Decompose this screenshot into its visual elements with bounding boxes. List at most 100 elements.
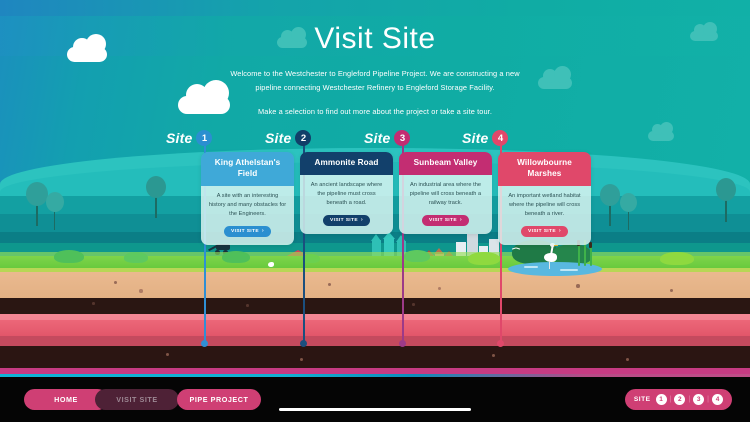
visit-site-button-label: VISIT SITE	[330, 217, 358, 223]
soil-layer-crimson	[0, 336, 750, 346]
site-selector: SITE 1 | 2 | 3 | 4	[624, 389, 732, 410]
site-label-3: Site 3	[364, 130, 411, 146]
site-number-badge: 4	[492, 130, 509, 146]
pebble	[576, 284, 580, 288]
site-number-badge: 2	[295, 130, 312, 146]
site-number-badge: 3	[394, 130, 411, 146]
pebble	[92, 302, 95, 305]
bush-icon	[660, 252, 694, 265]
site-selector-separator: |	[707, 396, 709, 403]
site-card-1[interactable]: King Athelstan's Field A site with an in…	[201, 152, 294, 245]
site-marker-dot-3	[399, 340, 406, 347]
site-card-description: A site with an interesting history and m…	[208, 192, 287, 217]
bush-icon	[468, 252, 500, 265]
site-label-4: Site 4	[462, 130, 509, 146]
soil-layer-deep	[0, 346, 750, 368]
site-card-title: King Athelstan's Field	[201, 152, 294, 186]
home-indicator[interactable]	[279, 407, 471, 411]
site-selector-option-4[interactable]: 4	[712, 394, 723, 405]
site-label-text: Site	[265, 130, 292, 146]
bush-icon	[222, 251, 250, 263]
site-card-description: An industrial area where the pipeline wi…	[409, 181, 482, 206]
nav-button-home[interactable]: HOME	[24, 389, 108, 410]
visit-site-button-3[interactable]: VISIT SITE ›	[422, 214, 469, 226]
site-selector-option-2[interactable]: 2	[674, 394, 686, 405]
visit-site-button-label: VISIT SITE	[528, 228, 556, 234]
site-selector-separator: |	[669, 396, 672, 403]
page-title: Visit Site	[314, 22, 436, 55]
page-header: Visit Site Welcome to the Westchester to…	[0, 22, 750, 119]
pond	[508, 262, 602, 276]
soil-top-accent	[0, 268, 750, 275]
pebble	[492, 354, 495, 357]
visit-site-button-label: VISIT SITE	[429, 217, 457, 223]
soil-layer-dark	[0, 298, 750, 314]
visit-site-button-4[interactable]: VISIT SITE ›	[521, 225, 568, 237]
site-card-2[interactable]: Ammonite Road An ancient landscape where…	[300, 152, 393, 234]
pebble	[438, 287, 441, 290]
site-marker-dot-4	[497, 340, 504, 347]
bottom-navigation-bar: HOME VISIT SITE PIPE PROJECT SITE 1 | 2 …	[0, 374, 750, 422]
site-label-text: Site	[166, 130, 193, 146]
site-card-body: An ancient landscape where the pipeline …	[300, 174, 393, 234]
reed-head-icon	[589, 242, 592, 248]
site-label-1: Site 1	[166, 130, 213, 146]
site-card-description: An important wetland habitat where the p…	[508, 192, 581, 217]
site-selector-separator: |	[688, 396, 691, 403]
pebble	[300, 358, 303, 361]
bush-icon	[54, 250, 84, 263]
site-card-body: An industrial area where the pipeline wi…	[399, 174, 492, 234]
pebble	[670, 289, 673, 292]
sky-band-top	[0, 0, 750, 16]
pebble	[412, 303, 415, 306]
site-card-description: An ancient landscape where the pipeline …	[310, 181, 383, 206]
visit-site-button-label: VISIT SITE	[231, 228, 259, 234]
nav-button-pipe-project[interactable]: PIPE PROJECT	[177, 389, 261, 410]
pond-ripple	[524, 266, 538, 268]
site-label-text: Site	[462, 130, 489, 146]
site-selector-option-1[interactable]: 1	[655, 394, 667, 405]
site-card-3[interactable]: Sunbeam Valley An industrial area where …	[399, 152, 492, 234]
site-card-body: A site with an interesting history and m…	[201, 185, 294, 245]
site-marker-dot-2	[300, 340, 307, 347]
site-marker-line-2	[303, 143, 305, 343]
site-card-body: An important wetland habitat where the p…	[498, 185, 591, 245]
pebble	[246, 304, 249, 307]
site-label-2: Site 2	[265, 130, 312, 146]
visit-site-button-1[interactable]: VISIT SITE ›	[224, 225, 271, 237]
reed-icon	[584, 240, 586, 266]
intro-line-1: Welcome to the Westchester to Engleford …	[230, 69, 520, 78]
chevron-right-icon: ›	[558, 228, 561, 235]
pebble	[166, 353, 169, 356]
pebble	[626, 358, 629, 361]
site-card-title: Sunbeam Valley	[399, 152, 492, 175]
chevron-right-icon: ›	[360, 217, 363, 224]
bush-icon	[404, 250, 430, 262]
pebble	[328, 283, 331, 286]
bush-icon	[302, 254, 320, 263]
wetland-shrub-icon	[552, 244, 592, 265]
visit-site-button-2[interactable]: VISIT SITE ›	[323, 214, 370, 226]
bush-icon	[124, 252, 148, 263]
reed-icon	[590, 246, 592, 266]
site-label-text: Site	[364, 130, 391, 146]
site-marker-dot-1	[201, 340, 208, 347]
site-marker-line-3	[402, 143, 404, 343]
site-number-badge: 1	[196, 130, 213, 146]
pebble	[139, 289, 143, 293]
bar-glow	[0, 374, 750, 377]
site-selector-option-3[interactable]: 3	[693, 394, 705, 405]
site-card-title: Willowbourne Marshes	[498, 152, 591, 186]
nav-button-visit-site[interactable]: VISIT SITE	[95, 389, 179, 410]
reed-icon	[578, 244, 580, 266]
soil-layer-magenta	[0, 368, 750, 374]
site-selector-label: SITE	[633, 396, 651, 403]
soil-layer-red-accent	[0, 314, 750, 320]
soil-layer-sand	[0, 272, 750, 298]
chevron-right-icon: ›	[261, 228, 264, 235]
site-card-title: Ammonite Road	[300, 152, 393, 175]
site-card-4[interactable]: Willowbourne Marshes An important wetlan…	[498, 152, 591, 245]
intro-line-3: Make a selection to find out more about …	[258, 107, 492, 117]
intro-line-2: pipeline connecting Westchester Refinery…	[255, 82, 495, 92]
